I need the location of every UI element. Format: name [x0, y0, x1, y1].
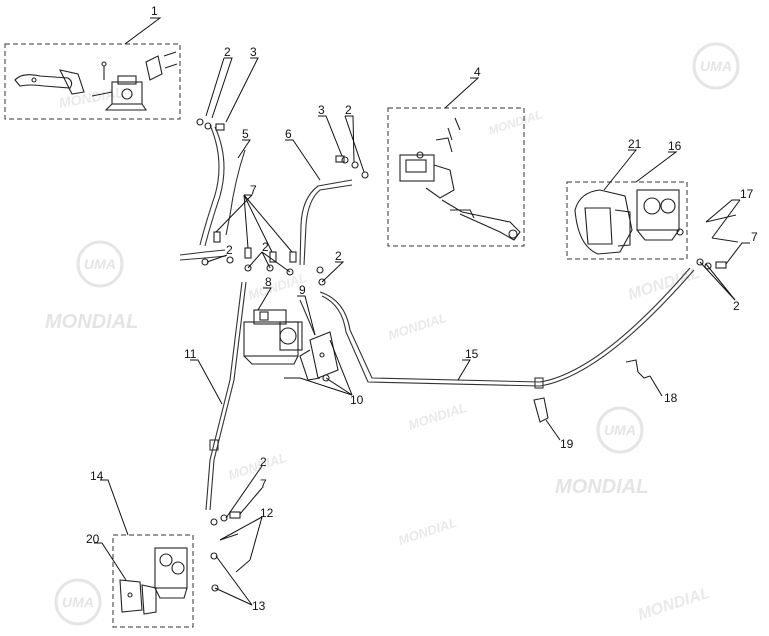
brake-hoses	[179, 124, 695, 511]
callout-7: 7	[260, 477, 267, 491]
callout-9: 9	[299, 283, 306, 297]
svg-text:UMA: UMA	[700, 58, 732, 74]
watermark-brand: MONDIAL	[226, 450, 288, 483]
group-box-right-caliper	[566, 181, 688, 260]
watermark-brand: MONDIAL	[396, 515, 458, 548]
abs-bracket	[299, 331, 339, 381]
callout-7: 7	[250, 183, 257, 197]
group-box-rear-master-cylinder	[4, 43, 181, 120]
callout-2: 2	[224, 45, 231, 59]
watermark-brand: MONDIAL	[487, 107, 545, 138]
svg-text:UMA: UMA	[62, 594, 94, 610]
watermark-brand: MONDIAL	[555, 476, 648, 498]
callout-10: 10	[350, 393, 364, 407]
callout-6: 6	[285, 127, 292, 141]
callout-12: 12	[260, 506, 274, 520]
fasteners	[196, 118, 739, 592]
watermark-logo: UMA	[692, 42, 740, 90]
callout-3: 3	[250, 45, 257, 59]
callout-2: 2	[335, 249, 342, 263]
rear-master-cylinder-assembly	[14, 51, 178, 111]
callout-15: 15	[465, 347, 479, 361]
watermark-brand: MONDIAL	[626, 265, 702, 304]
svg-text:UMA: UMA	[84, 256, 116, 272]
watermark-logo: UMA	[54, 578, 102, 626]
callout-2: 2	[226, 243, 233, 257]
callout-2: 2	[345, 103, 352, 117]
left-caliper-assembly	[119, 547, 188, 615]
callout-14: 14	[90, 469, 104, 483]
callout-18: 18	[664, 391, 678, 405]
group-box-front-master-cylinder	[387, 107, 525, 247]
callout-13: 13	[252, 599, 266, 613]
callout-21: 21	[628, 137, 642, 151]
watermark-logo: UMA	[76, 240, 124, 288]
watermark-brand: MONDIAL	[45, 311, 138, 333]
right-caliper-assembly	[574, 189, 684, 255]
callout-17: 17	[740, 187, 754, 201]
callout-2: 2	[260, 455, 267, 469]
watermark-brand: MONDIAL	[386, 310, 448, 343]
callout-11: 11	[184, 347, 197, 361]
svg-text:UMA: UMA	[604, 422, 636, 438]
callout-7: 7	[751, 230, 758, 244]
watermark-brand: MONDIAL	[406, 400, 468, 433]
callout-4: 4	[474, 65, 481, 79]
watermark-brand: MONDIAL	[636, 585, 712, 624]
callout-19: 19	[560, 437, 574, 451]
watermarks: UMA UMA MONDIAL UMA MONDIAL UMA MONDIAL …	[45, 42, 740, 626]
callout-3: 3	[318, 103, 325, 117]
callout-20: 20	[86, 532, 100, 546]
callout-2: 2	[262, 240, 269, 254]
callout-2: 2	[733, 299, 740, 313]
callout-16: 16	[668, 139, 682, 153]
callout-8: 8	[265, 275, 272, 289]
callout-1: 1	[151, 4, 158, 18]
abs-modulator	[243, 309, 303, 365]
callout-labels: 1 2 3 4 3 2 5 6 21 16 7 17 2 2 7 2 8 9 2…	[86, 4, 758, 613]
leader-lines	[94, 17, 750, 606]
group-box-left-caliper	[112, 534, 194, 628]
callout-5: 5	[242, 127, 249, 141]
watermark-logo: UMA	[596, 406, 644, 454]
front-master-cylinder-assembly	[399, 117, 521, 241]
